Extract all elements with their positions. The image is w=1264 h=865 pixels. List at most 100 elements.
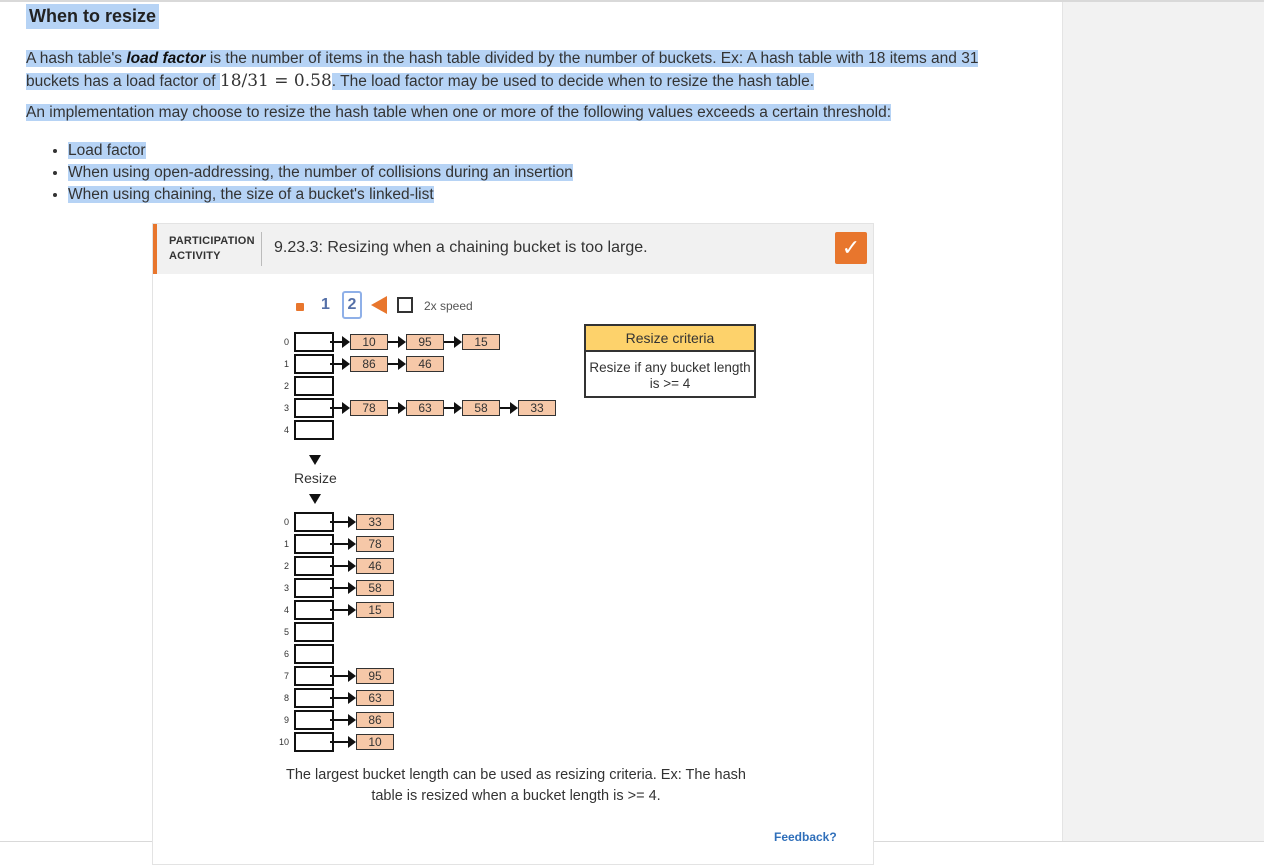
play-back-icon[interactable] [371, 296, 387, 314]
animation-caption: The largest bucket length can be used as… [286, 767, 746, 804]
bucket-cell [294, 556, 334, 576]
start-indicator-icon [296, 303, 304, 311]
bucket-cell [294, 666, 334, 686]
activity-type-label: PARTICIPATION ACTIVITY [169, 234, 255, 264]
chain-arrow [444, 336, 462, 348]
list-item: When using chaining, the size of a bucke… [68, 184, 573, 206]
section-heading: When to resize [26, 4, 160, 29]
bucket-index: 4 [283, 605, 289, 615]
chain-arrow [330, 358, 350, 370]
resize-conditions-list: Load factor When using open-addressing, … [48, 140, 573, 206]
load-factor-paragraph: A hash table's load factor is the number… [26, 48, 1006, 93]
bucket-cell [294, 710, 334, 730]
list-node: 15 [462, 334, 500, 350]
chain-arrow [330, 670, 356, 682]
bucket-index: 7 [283, 671, 289, 681]
top-border [0, 0, 1264, 2]
list-node: 78 [350, 400, 388, 416]
load-factor-math: 18/31 = 0.58 [219, 71, 332, 91]
list-item-text: Load factor [68, 142, 146, 159]
bucket-cell [294, 688, 334, 708]
list-node: 95 [356, 668, 394, 684]
list-node: 86 [356, 712, 394, 728]
completion-check-icon: ✓ [835, 232, 867, 264]
list-node: 46 [406, 356, 444, 372]
bucket-index: 10 [278, 737, 289, 747]
list-item: When using open-addressing, the number o… [68, 162, 573, 184]
list-node: 58 [356, 580, 394, 596]
bucket-index: 5 [283, 627, 289, 637]
bucket-cell [294, 732, 334, 752]
para1-after-math: . The load factor may be used to decide … [331, 73, 815, 90]
chain-arrow [330, 560, 356, 572]
feedback-link[interactable]: Feedback? [774, 830, 837, 844]
bucket-index: 1 [283, 539, 289, 549]
arrow-down-icon [309, 455, 321, 465]
list-item: Load factor [68, 140, 573, 162]
bucket-index: 2 [283, 561, 289, 571]
bucket-cell [294, 622, 334, 642]
chain-arrow [330, 582, 356, 594]
chain-arrow [330, 692, 356, 704]
list-node: 63 [356, 690, 394, 706]
step-1-button[interactable]: 1 [321, 296, 330, 313]
threshold-text: An implementation may choose to resize t… [26, 104, 892, 121]
activity-header: PARTICIPATION ACTIVITY 9.23.3: Resizing … [153, 224, 873, 274]
activity-label-line1: PARTICIPATION [169, 235, 255, 247]
list-node: 63 [406, 400, 444, 416]
step-2-button[interactable]: 2 [342, 291, 362, 319]
bucket-cell [294, 578, 334, 598]
bucket-index: 2 [283, 381, 289, 391]
list-item-text: When using open-addressing, the number o… [68, 164, 573, 181]
chain-arrow [330, 736, 356, 748]
speed-checkbox[interactable] [397, 297, 413, 313]
list-node: 10 [356, 734, 394, 750]
bucket-cell [294, 420, 334, 440]
resize-criteria-box: Resize criteria Resize if any bucket len… [584, 324, 756, 398]
bucket-cell [294, 600, 334, 620]
list-node: 95 [406, 334, 444, 350]
list-node: 58 [462, 400, 500, 416]
header-divider [261, 232, 262, 266]
list-node: 33 [518, 400, 556, 416]
activity-title: 9.23.3: Resizing when a chaining bucket … [274, 239, 648, 256]
chain-arrow [330, 516, 356, 528]
chain-arrow [330, 714, 356, 726]
chain-arrow [388, 402, 406, 414]
chain-arrow [330, 336, 350, 348]
right-side-panel [1062, 2, 1264, 842]
criteria-body: Resize if any bucket length is >= 4 [589, 360, 751, 391]
bucket-index: 0 [283, 337, 289, 347]
bucket-index: 1 [283, 359, 289, 369]
list-node: 10 [350, 334, 388, 350]
bucket-index: 3 [283, 403, 289, 413]
list-item-text: When using chaining, the size of a bucke… [68, 186, 434, 203]
list-node: 86 [350, 356, 388, 372]
activity-label-line2: ACTIVITY [169, 250, 221, 262]
bucket-index: 4 [283, 425, 289, 435]
bucket-index: 3 [283, 583, 289, 593]
load-factor-term: load factor [126, 50, 206, 67]
chain-arrow [500, 402, 518, 414]
bucket-cell [294, 512, 334, 532]
list-node: 33 [356, 514, 394, 530]
bucket-index: 6 [283, 649, 289, 659]
list-node: 78 [356, 536, 394, 552]
criteria-title: Resize criteria [586, 326, 754, 352]
resize-label: Resize [294, 470, 337, 486]
bucket-index: 9 [283, 715, 289, 725]
bucket-cell [294, 354, 334, 374]
para1-before: A hash table's [26, 50, 127, 67]
threshold-paragraph: An implementation may choose to resize t… [26, 102, 892, 124]
chain-arrow [444, 402, 462, 414]
bucket-cell [294, 534, 334, 554]
chain-arrow [388, 336, 406, 348]
bucket-cell [294, 644, 334, 664]
arrow-down-icon [309, 494, 321, 504]
bucket-index: 0 [283, 517, 289, 527]
chain-arrow [388, 358, 406, 370]
speed-label: 2x speed [424, 299, 473, 313]
chain-arrow [330, 538, 356, 550]
chain-arrow [330, 402, 350, 414]
bucket-cell [294, 376, 334, 396]
